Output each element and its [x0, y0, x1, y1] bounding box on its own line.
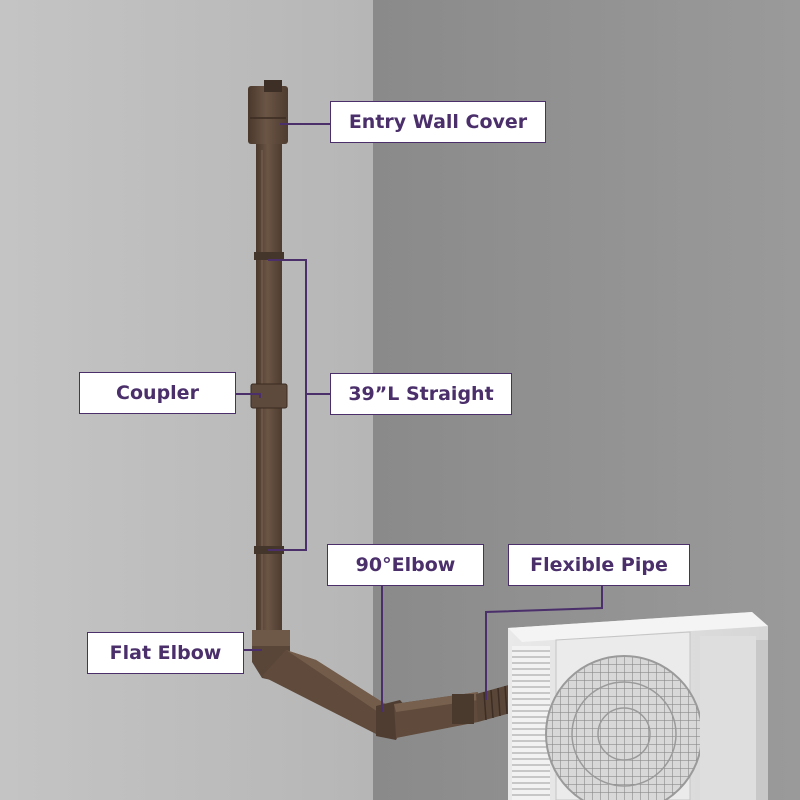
coupler-part	[251, 384, 287, 408]
label-entry-wall-cover: Entry Wall Cover	[330, 101, 546, 143]
outdoor-ac-unit	[508, 612, 768, 800]
label-flat-elbow: Flat Elbow	[87, 632, 244, 674]
entry-wall-cover-part	[248, 80, 288, 144]
label-flexible-pipe: Flexible Pipe	[508, 544, 690, 586]
label-coupler: Coupler	[79, 372, 236, 414]
label-straight: 39”L Straight	[330, 373, 512, 415]
label-ninety-elbow: 90°Elbow	[327, 544, 484, 586]
